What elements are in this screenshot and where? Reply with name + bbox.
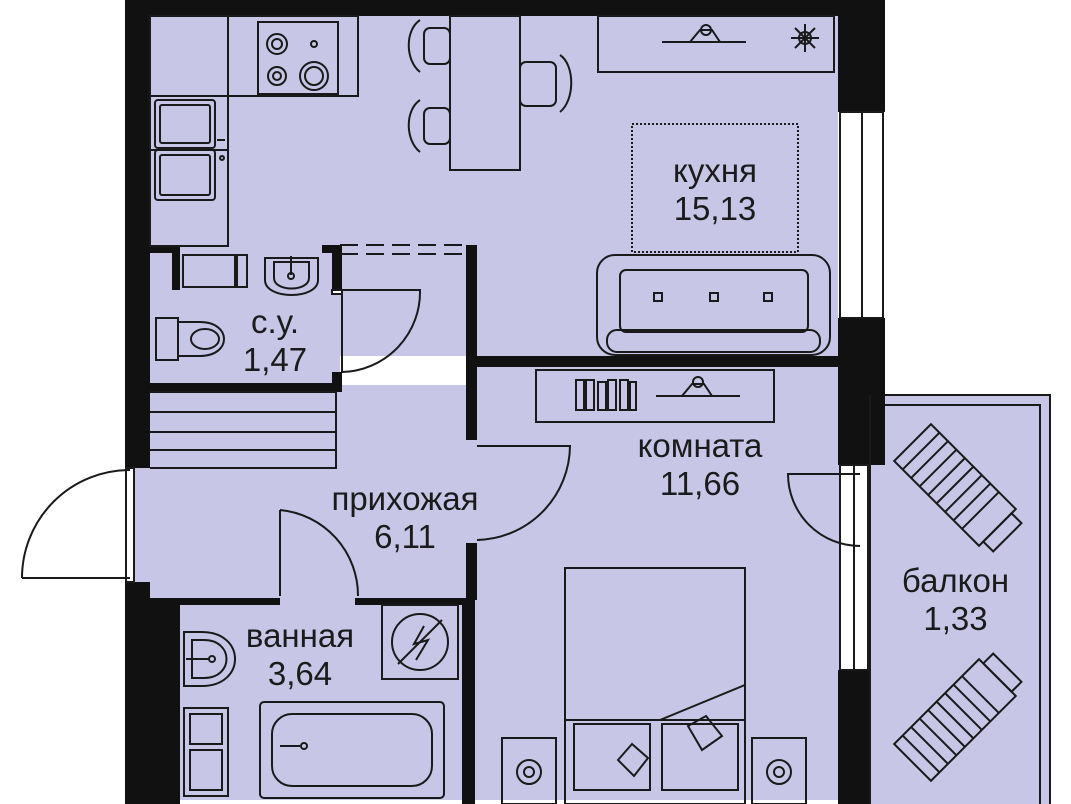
living-floor [475, 367, 840, 800]
sink-icon [154, 99, 225, 201]
boiler-icon [381, 604, 459, 680]
living-area: 11,66 [659, 465, 741, 502]
sofa-icon [596, 254, 831, 356]
wall-right-mid [838, 318, 885, 465]
wall-left-lower [125, 582, 150, 804]
wall-top [125, 0, 885, 16]
lamp-icon [656, 376, 740, 397]
books-icon [535, 369, 775, 423]
wall-wc-bottom [150, 383, 342, 392]
wall-wc-right-lower [332, 372, 342, 392]
wall-wc-left [172, 245, 180, 290]
toilet-icon [155, 317, 225, 361]
wall-bath-left [150, 598, 180, 804]
wall-bath-right [462, 598, 475, 804]
wc-area: 1,47 [242, 341, 308, 378]
stove-icon [257, 21, 339, 95]
bathtub-icon [183, 701, 445, 799]
balcony-railing [869, 394, 1051, 804]
wall-wc-top-right [322, 245, 340, 253]
bath-label: ванная 3,64 [220, 617, 380, 693]
wall-bath-top-right [355, 598, 465, 605]
living-label: комната 11,66 [600, 427, 800, 503]
washbasin-icon [183, 631, 236, 687]
hall-label: прихожая 6,11 [300, 480, 510, 556]
balcony-name: балкон [901, 562, 1010, 599]
living-name: комната [637, 427, 763, 464]
plant-icon [791, 24, 819, 52]
sunlounger-icon [892, 422, 1023, 783]
wall-bath-top [150, 598, 280, 605]
hall-area: 6,11 [374, 518, 436, 555]
washbasin-icon [182, 254, 319, 296]
wall-hall-living-lower [466, 543, 477, 600]
chair-icon [407, 19, 573, 153]
kitchen-name: кухня [673, 152, 757, 189]
door-swing-icon [331, 289, 422, 373]
zone-boundary [340, 244, 466, 255]
hall-floor [130, 385, 475, 600]
wall-left-upper [125, 0, 150, 468]
wall-kitchen-living [475, 356, 838, 367]
entrance-door-icon [21, 469, 131, 579]
door-swing-icon [476, 445, 572, 541]
bed-icon [501, 567, 807, 804]
windows [125, 111, 884, 671]
balcony-label: балкон 1,33 [878, 562, 1033, 638]
entrance-opening [125, 467, 135, 583]
bath-area: 3,64 [267, 655, 333, 692]
hall-name: прихожая [331, 480, 479, 517]
wall-right-upper [838, 0, 885, 112]
wall-wc-right [332, 245, 342, 290]
wall-hall-living-upper [466, 245, 477, 440]
wall-wc-top [150, 245, 180, 253]
bath-name: ванная [245, 617, 355, 654]
door-swing-icon [786, 473, 861, 547]
wc-label: с.у. 1,47 [220, 303, 330, 379]
rug [631, 123, 799, 253]
balcony-area: 1,33 [923, 600, 988, 637]
door-swing-icon [279, 509, 360, 597]
wc-name: с.у. [250, 303, 300, 340]
kitchen-area: 15,13 [673, 190, 757, 227]
wall-right-lower [838, 670, 870, 804]
wardrobe [150, 391, 337, 469]
kitchen-label: кухня 15,13 [615, 152, 815, 228]
walls [125, 0, 885, 804]
tv-icon [597, 15, 835, 73]
